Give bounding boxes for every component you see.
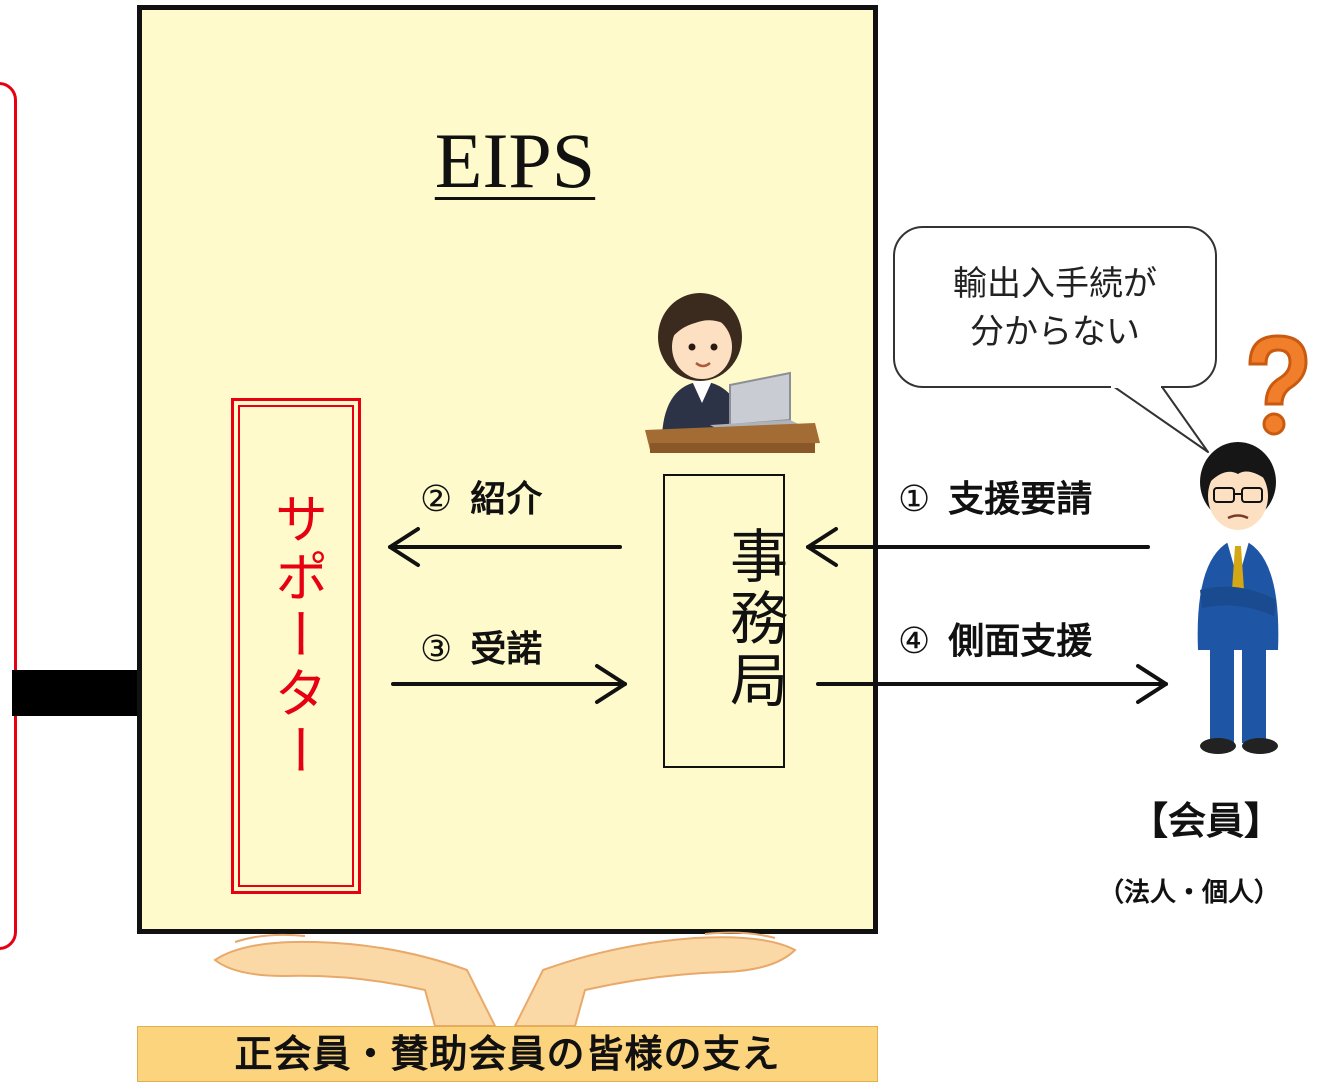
office-box: 事務局 [663,474,788,768]
bubble-tail-cover [1111,380,1161,388]
question-mark-icon [1248,334,1308,436]
step3-label: ③ 受諾 [420,620,542,672]
step1-label: ① 支援要請 [898,470,1092,522]
supporter-box: サポーター [231,398,361,894]
step2-number: ② [420,479,453,520]
member-subtitle: （法人・個人） [1098,878,1281,908]
eips-title: EIPS [434,117,596,204]
supporting-hands-illustration-icon [213,931,797,1026]
step2-label: ② 紹介 [420,470,542,522]
speech-bubble: 輸出入手続が 分からない [893,226,1217,388]
bubble-line-1: 輸出入手続が [953,264,1157,304]
confused-member-illustration-icon [1197,442,1279,754]
bubble-line-2: 分からない [970,312,1140,352]
step4-text: 側面支援 [948,621,1093,662]
eips-organization-box [137,5,878,934]
step1-number: ① [898,479,931,520]
step4-number: ④ [898,621,931,662]
supporter-label: サポーター [265,491,328,781]
arrowhead-step4 [1136,664,1168,704]
step3-text: 受諾 [470,629,543,670]
step3-number: ③ [420,629,453,670]
member-title: 【会員】 [1130,799,1283,843]
support-banner: 正会員・賛助会員の皆様の支え [137,1026,878,1082]
step2-text: 紹介 [470,479,543,520]
left-panel-edge [0,82,17,950]
step1-text: 支援要請 [948,479,1093,520]
office-worker-illustration-icon [645,293,820,453]
office-label: 事務局 [720,526,788,712]
step4-label: ④ 側面支援 [898,612,1092,664]
